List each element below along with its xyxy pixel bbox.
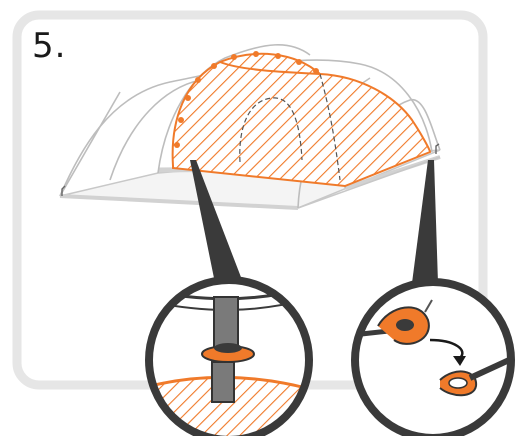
step-number: 5. <box>32 26 66 66</box>
ring-hook-detail <box>352 282 518 436</box>
